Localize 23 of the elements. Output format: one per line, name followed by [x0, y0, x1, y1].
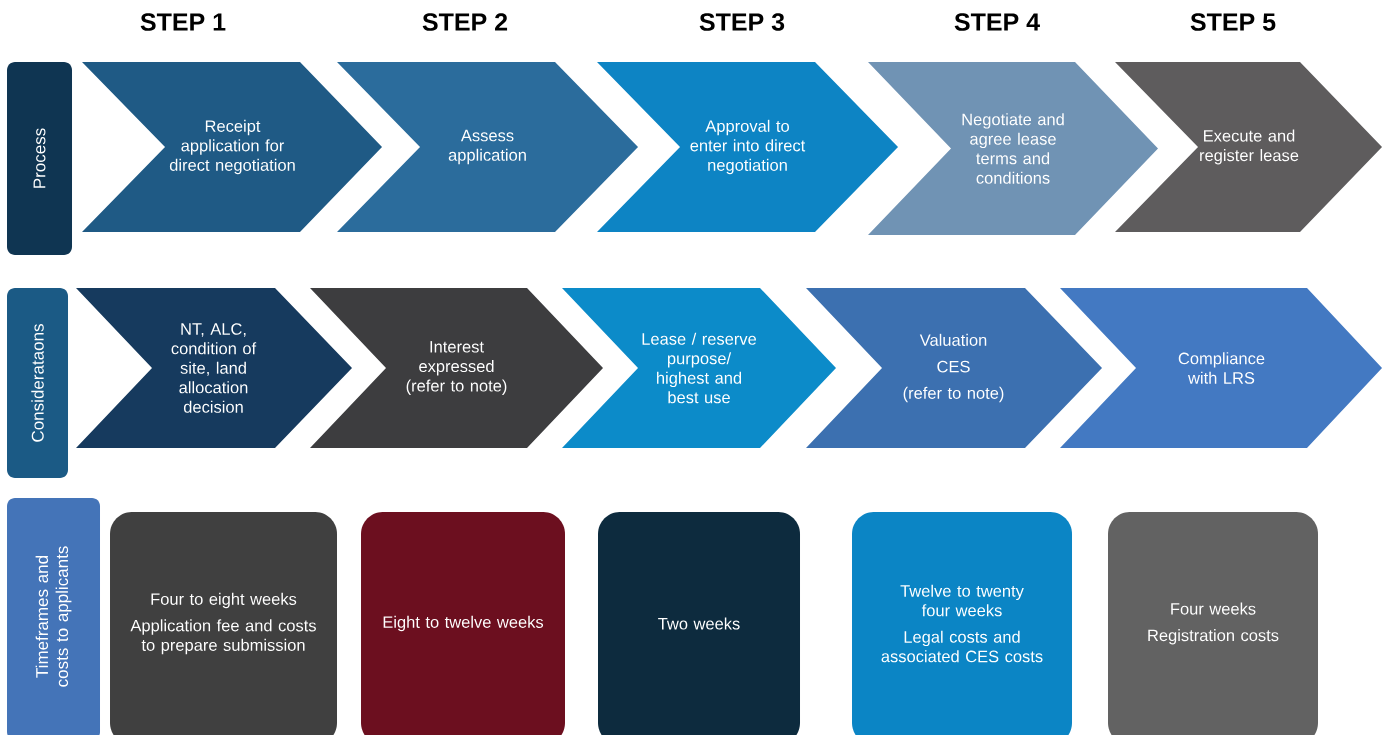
chevron-step: Valuation CES (refer to note) — [806, 288, 1102, 448]
step-heading: STEP 4 — [954, 13, 1040, 31]
step-heading: STEP 5 — [1190, 13, 1276, 31]
timeframe-box: Four weeks Registration costs — [1108, 512, 1318, 735]
timeframe-box: Eight to twelve weeks — [361, 512, 565, 735]
row-label-box: Process — [7, 62, 72, 255]
timeframe-box: Twelve to twenty four weeks Legal costs and associated CES costs — [852, 512, 1072, 735]
chevron-step: Assess application — [337, 62, 638, 232]
chevron-step: Interest expressed (refer to note) — [310, 288, 603, 448]
chevron-step: Approval to enter into direct negotiation — [597, 62, 898, 232]
timeframe-box: Four to eight weeks Application fee and costs to prepare submission — [110, 512, 337, 735]
step-heading: STEP 1 — [140, 13, 226, 31]
chevron-step: Compliance with LRS — [1060, 288, 1382, 448]
chevron-step: NT, ALC, condition of site, land allocation decision — [76, 288, 352, 448]
chevron-step: Lease / reserve purpose/ highest and best use — [562, 288, 836, 448]
chevron-step: Negotiate and agree lease terms and conditions — [868, 62, 1158, 235]
row-label-box: Timeframes and costs to applicants — [7, 498, 100, 735]
step-heading: STEP 2 — [422, 13, 508, 31]
chevron-step: Execute and register lease — [1115, 62, 1382, 232]
step-heading: STEP 3 — [699, 13, 785, 31]
row-label-box: Considerataons — [7, 288, 68, 478]
chevron-step: Receipt application for direct negotiation — [82, 62, 382, 232]
timeframe-box: Two weeks — [598, 512, 800, 735]
